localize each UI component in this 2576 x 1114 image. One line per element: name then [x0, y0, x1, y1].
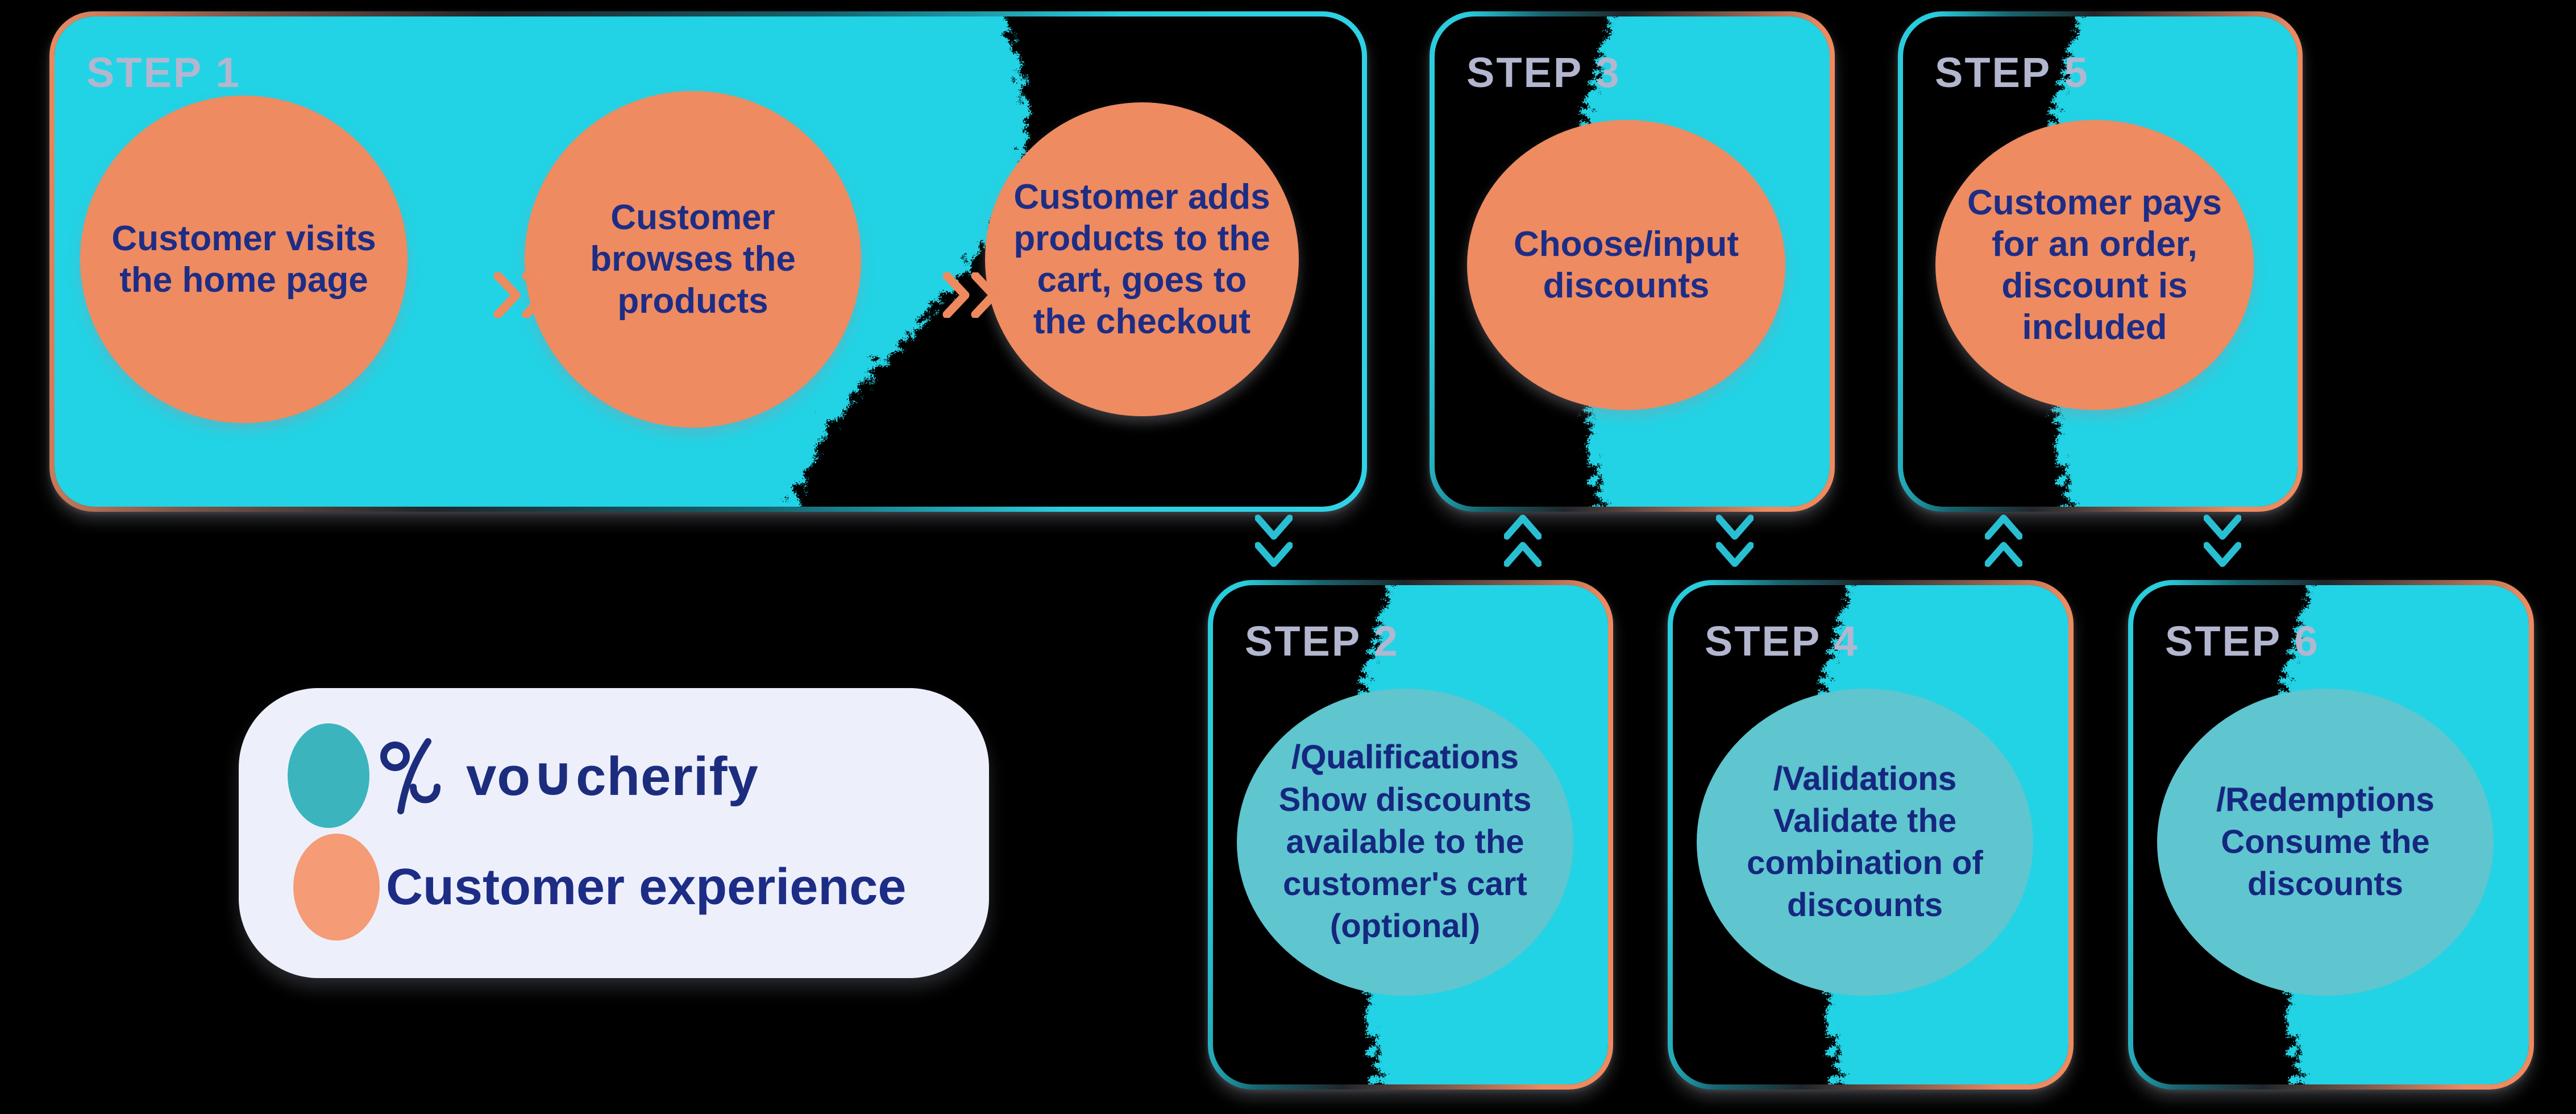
- step5-label: STEP 5: [1935, 49, 2089, 96]
- customer-experience-legend-dot: [293, 834, 380, 941]
- step2-label: STEP 2: [1245, 618, 1399, 665]
- step1-circle-browse: Customer browses the products: [525, 91, 861, 428]
- step1-box-inner: STEP 1 Customer visits the home page Cus…: [55, 16, 1362, 507]
- validations-api-label: /Validations: [1773, 760, 1957, 797]
- step1-circle-visit-text: Customer visits the home page: [111, 218, 376, 300]
- step3-box: STEP 3 Choose/input discounts: [1430, 11, 1835, 512]
- step3-label: STEP 3: [1466, 49, 1621, 96]
- step3-circle: Choose/input discounts: [1467, 120, 1785, 410]
- qualifications-api-label: /Qualifications: [1291, 739, 1519, 776]
- step4-description: Validate the combination of discounts: [1747, 802, 1983, 924]
- step2-description: Show discounts available to the customer…: [1278, 781, 1532, 945]
- step1-circle-cart: Customer adds products to the cart, goes…: [985, 102, 1299, 416]
- step1-circle-browse-text: Customer browses the products: [590, 198, 796, 321]
- legend: vo∪cherify Customer experience: [239, 688, 989, 978]
- step1-label: STEP 1: [86, 49, 241, 96]
- step4-label: STEP 4: [1705, 618, 1859, 665]
- customer-experience-label: Customer experience: [386, 859, 907, 916]
- up-double-chevron-icon: [1504, 515, 1542, 567]
- percent-icon: [380, 738, 441, 814]
- redemptions-api-label: /Redemptions: [2216, 781, 2434, 818]
- step5-circle-text: Customer pays for an order, discount is …: [1967, 183, 2222, 347]
- right-double-chevron-icon: [493, 272, 549, 318]
- step3-circle-text: Choose/input discounts: [1513, 224, 1739, 305]
- step1-circle-cart-text: Customer adds products to the cart, goes…: [1013, 177, 1270, 342]
- down-double-chevron-icon: [1255, 515, 1293, 567]
- down-double-chevron-icon: [2204, 515, 2241, 567]
- step6-description: Consume the discounts: [2221, 823, 2430, 903]
- step5-circle: Customer pays for an order, discount is …: [1935, 120, 2254, 410]
- up-double-chevron-icon: [1985, 515, 2022, 567]
- voucherify-wordmark: vo∪cherify: [466, 746, 759, 807]
- step3-box-inner: STEP 3 Choose/input discounts: [1435, 16, 1830, 507]
- right-double-chevron-icon: [942, 272, 998, 318]
- step1-box: STEP 1 Customer visits the home page Cus…: [49, 11, 1367, 512]
- down-double-chevron-icon: [1716, 515, 1754, 567]
- step6-label: STEP 6: [2165, 618, 2320, 665]
- step1-circle-visit: Customer visits the home page: [80, 96, 408, 423]
- voucherify-legend-dot: [288, 723, 369, 828]
- step5-box: STEP 5 Customer pays for an order, disco…: [1898, 11, 2303, 512]
- step5-box-inner: STEP 5 Customer pays for an order, disco…: [1903, 16, 2297, 507]
